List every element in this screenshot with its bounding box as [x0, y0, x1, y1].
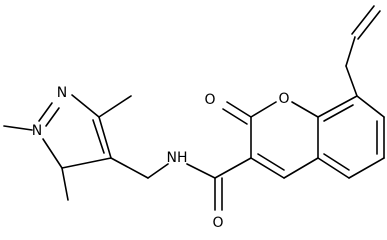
bond-benz-c8-c7 — [356, 95, 385, 118]
bond-ch2-pyrazole — [110, 157, 149, 179]
atom-o-ring: O — [278, 91, 289, 107]
bond-benz-c8a-c8 — [317, 95, 358, 118]
bond-benz-c8a-c8-inner — [323, 104, 354, 122]
bond-benz-c5-c4a — [317, 157, 350, 179]
bond-pz-c3-n2 — [71, 94, 100, 118]
atom-n-pyrazole-1: N — [32, 123, 42, 139]
structure-canvas: O O N N NH O — [3, 5, 385, 231]
bond-c8a-o1 — [291, 101, 319, 118]
bond-allyl-terminal-double-b — [357, 10, 381, 40]
bond-benz-c5-c4a-inner — [323, 153, 350, 171]
bond-methyl-c5 — [61, 167, 69, 201]
bond-c4-c4a — [283, 157, 319, 179]
bonds — [3, 5, 385, 211]
bond-benz-c6-c5 — [348, 157, 385, 179]
bond-amide-c-n — [186, 163, 216, 179]
bond-pz-c4-c3 — [98, 116, 112, 159]
bond-c3-c4-inner — [257, 153, 285, 171]
bond-methyl-n1 — [3, 125, 33, 131]
bond-o1-c2 — [250, 101, 277, 118]
bond-pz-n2-n1-a — [38, 102, 53, 122]
bond-pz-n2-n1-b — [45, 107, 60, 127]
bond-c2-carbonyl-a — [226, 101, 252, 118]
bond-pz-c5-c4 — [61, 157, 112, 169]
atom-n-amide: NH — [167, 150, 188, 166]
bond-allyl-to-ring — [345, 65, 358, 97]
atom-labels: O O N N NH O — [32, 85, 290, 231]
atom-o-carbonyl-ring: O — [204, 92, 215, 108]
bond-methyl-c3 — [98, 95, 132, 118]
bond-c3-c4 — [250, 157, 285, 179]
bond-c2-carbonyl-b — [222, 108, 248, 125]
bond-allyl-terminal-double-a — [351, 5, 375, 35]
bond-allyl-ch-ch2 — [345, 36, 356, 67]
atom-n-pyrazole-2: N — [57, 85, 67, 101]
bond-n-ch2 — [147, 163, 169, 179]
bond-pz-c4-c3-inner — [92, 119, 105, 154]
atom-o-amide: O — [212, 215, 223, 231]
bond-c3-amide-c — [214, 157, 252, 179]
bond-pz-n1-c5 — [42, 138, 63, 169]
chemical-structure-diagram: O O N N NH O — [3, 5, 385, 231]
